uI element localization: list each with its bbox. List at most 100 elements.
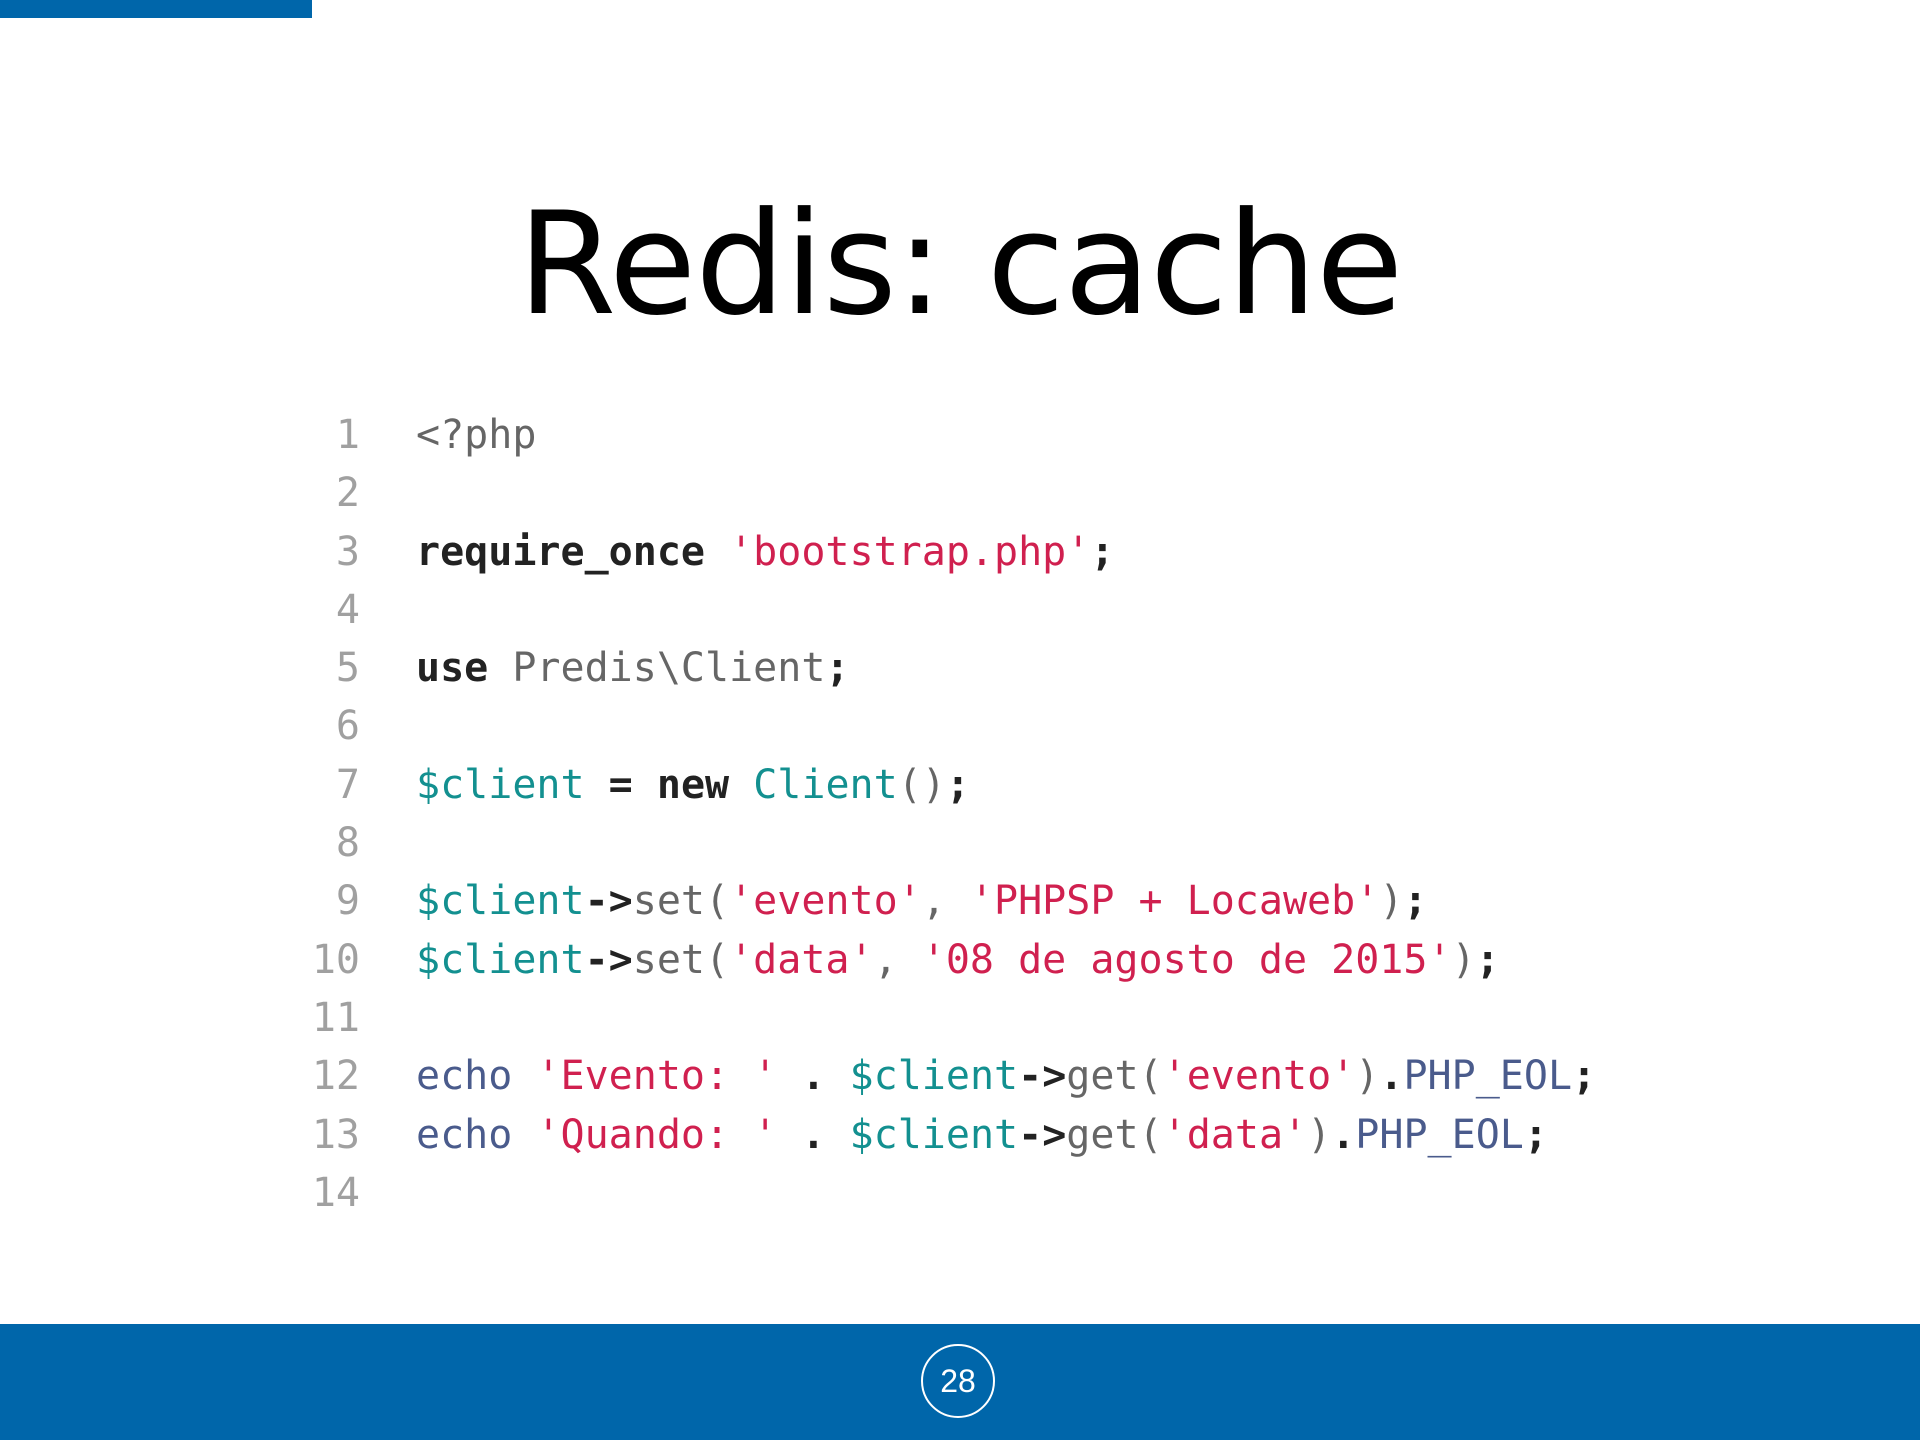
code-line: 13 echo 'Quando: ' . $client->get('data')… — [300, 1106, 1700, 1164]
code-line: 6 — [300, 697, 1700, 755]
code-token-keyword: ; — [825, 645, 850, 692]
code-token-keyword: . — [801, 1111, 826, 1158]
code-token-string: 'PHPSP + Locaweb' — [969, 878, 1380, 925]
code-token-keyword: . — [1331, 1111, 1356, 1158]
line-code: use Predis\Client; — [416, 639, 850, 697]
line-number: 10 — [311, 936, 360, 983]
code-line: 5 use Predis\Client; — [300, 639, 1700, 697]
code-token-plain: ) — [1307, 1111, 1332, 1158]
code-token-plain: () — [897, 761, 946, 808]
code-token-plain — [705, 529, 729, 575]
code-token-keyword: ; — [1090, 528, 1115, 575]
code-token-plain — [777, 1053, 801, 1099]
code-token-plain: set( — [632, 878, 730, 925]
code-token-variable: $client — [416, 761, 585, 808]
slide-title: Redis: cache — [517, 182, 1404, 347]
code-token-string: 'data' — [1162, 1111, 1308, 1158]
line-number: 13 — [311, 1111, 360, 1158]
code-line: 1 <?php — [300, 406, 1700, 464]
footer-bar: 28 — [0, 1324, 1920, 1440]
code-token-string: 'Evento: ' — [536, 1053, 778, 1100]
code-token-operator: = — [608, 761, 633, 808]
code-token-builtin: echo — [416, 1111, 513, 1158]
line-number: 1 — [335, 412, 360, 458]
code-token-plain: , — [873, 936, 922, 983]
code-listing: 1 <?php 2 3 require_once 'bootstrap.php'; 4 5 u… — [300, 406, 1700, 1222]
code-token-plain: ) — [1355, 1053, 1380, 1100]
code-token-plain — [633, 762, 657, 808]
line-number: 14 — [311, 1169, 360, 1216]
code-line: 11 — [300, 989, 1700, 1047]
line-code: $client->set('data', '08 de agosto de 20… — [416, 931, 1500, 989]
code-line: 8 — [300, 814, 1700, 872]
code-token-variable: $client — [416, 878, 585, 925]
code-token-keyword: ; — [1403, 878, 1428, 925]
line-number: 9 — [335, 878, 360, 925]
line-code: <?php — [416, 406, 536, 464]
code-token-plain — [729, 762, 753, 808]
line-number: 12 — [311, 1053, 360, 1100]
code-token-plain: get( — [1066, 1053, 1163, 1100]
code-token-string: '08 de agosto de 2015' — [921, 936, 1452, 983]
code-token-plain — [825, 1112, 849, 1158]
line-code: echo 'Quando: ' . $client->get('data').P… — [416, 1106, 1548, 1164]
code-token-keyword: require_once — [416, 528, 705, 575]
code-token-keyword: new — [656, 761, 730, 808]
line-number: 7 — [335, 761, 360, 808]
code-token-string: 'evento' — [729, 878, 922, 925]
code-token-operator: -> — [584, 878, 633, 925]
code-token-plain: , — [921, 878, 970, 925]
code-line: 4 — [300, 581, 1700, 639]
line-number: 8 — [335, 820, 360, 867]
code-token-variable: $client — [849, 1111, 1019, 1158]
code-line: 2 — [300, 464, 1700, 522]
code-token-variable: $client — [849, 1053, 1019, 1100]
code-token-plain — [585, 762, 609, 808]
code-token-operator: -> — [1018, 1111, 1067, 1158]
code-token-plain: ) — [1379, 878, 1404, 925]
code-token-builtin: echo — [416, 1053, 513, 1100]
line-number: 5 — [335, 645, 360, 692]
code-token-string: 'bootstrap.php' — [729, 528, 1091, 575]
code-token-plain — [512, 1053, 536, 1099]
code-token-string: 'data' — [729, 936, 874, 983]
code-token-string: 'evento' — [1162, 1053, 1356, 1100]
code-token-plain: set( — [632, 936, 730, 983]
code-token-variable: $client — [416, 936, 585, 983]
code-token-plain: <?php — [416, 412, 537, 458]
line-number: 3 — [335, 528, 360, 575]
code-line: 14 — [300, 1164, 1700, 1222]
code-token-plain: get( — [1066, 1111, 1163, 1158]
code-token-string: 'Quando: ' — [536, 1111, 778, 1158]
code-token-keyword: ; — [1572, 1053, 1597, 1100]
code-token-operator: -> — [584, 936, 633, 983]
code-line: 7 $client = new Client(); — [300, 756, 1700, 814]
code-token-keyword: . — [1379, 1053, 1404, 1100]
code-token-keyword: ; — [1475, 936, 1500, 983]
code-token-keyword: ; — [1523, 1111, 1548, 1158]
line-number: 6 — [335, 703, 360, 750]
page-number-badge: 28 — [921, 1344, 995, 1418]
top-accent-bar — [0, 0, 312, 18]
code-token-builtin: PHP_EOL — [1355, 1111, 1524, 1158]
code-token-keyword: use — [416, 645, 489, 692]
line-number: 11 — [311, 994, 360, 1041]
line-code: echo 'Evento: ' . $client->get('evento')… — [416, 1047, 1596, 1105]
code-line: 10 $client->set('data', '08 de agosto de … — [300, 931, 1700, 989]
line-number: 4 — [335, 586, 360, 633]
code-token-keyword: . — [801, 1053, 826, 1100]
code-token-plain: Predis\Client — [488, 645, 826, 692]
code-token-plain — [825, 1053, 849, 1099]
line-code: require_once 'bootstrap.php'; — [416, 523, 1114, 581]
code-line: 3 require_once 'bootstrap.php'; — [300, 523, 1700, 581]
line-code: $client->set('evento', 'PHPSP + Locaweb'… — [416, 872, 1428, 930]
code-token-plain: ) — [1451, 936, 1476, 983]
code-token-builtin: PHP_EOL — [1403, 1053, 1573, 1100]
code-token-plain — [777, 1112, 801, 1158]
line-code: $client = new Client(); — [416, 756, 970, 814]
code-token-operator: -> — [1018, 1053, 1067, 1100]
code-token-plain — [512, 1112, 536, 1158]
code-token-keyword: ; — [945, 761, 970, 808]
code-line: 9 $client->set('evento', 'PHPSP + Locaweb… — [300, 872, 1700, 930]
code-token-class: Client — [753, 761, 898, 808]
